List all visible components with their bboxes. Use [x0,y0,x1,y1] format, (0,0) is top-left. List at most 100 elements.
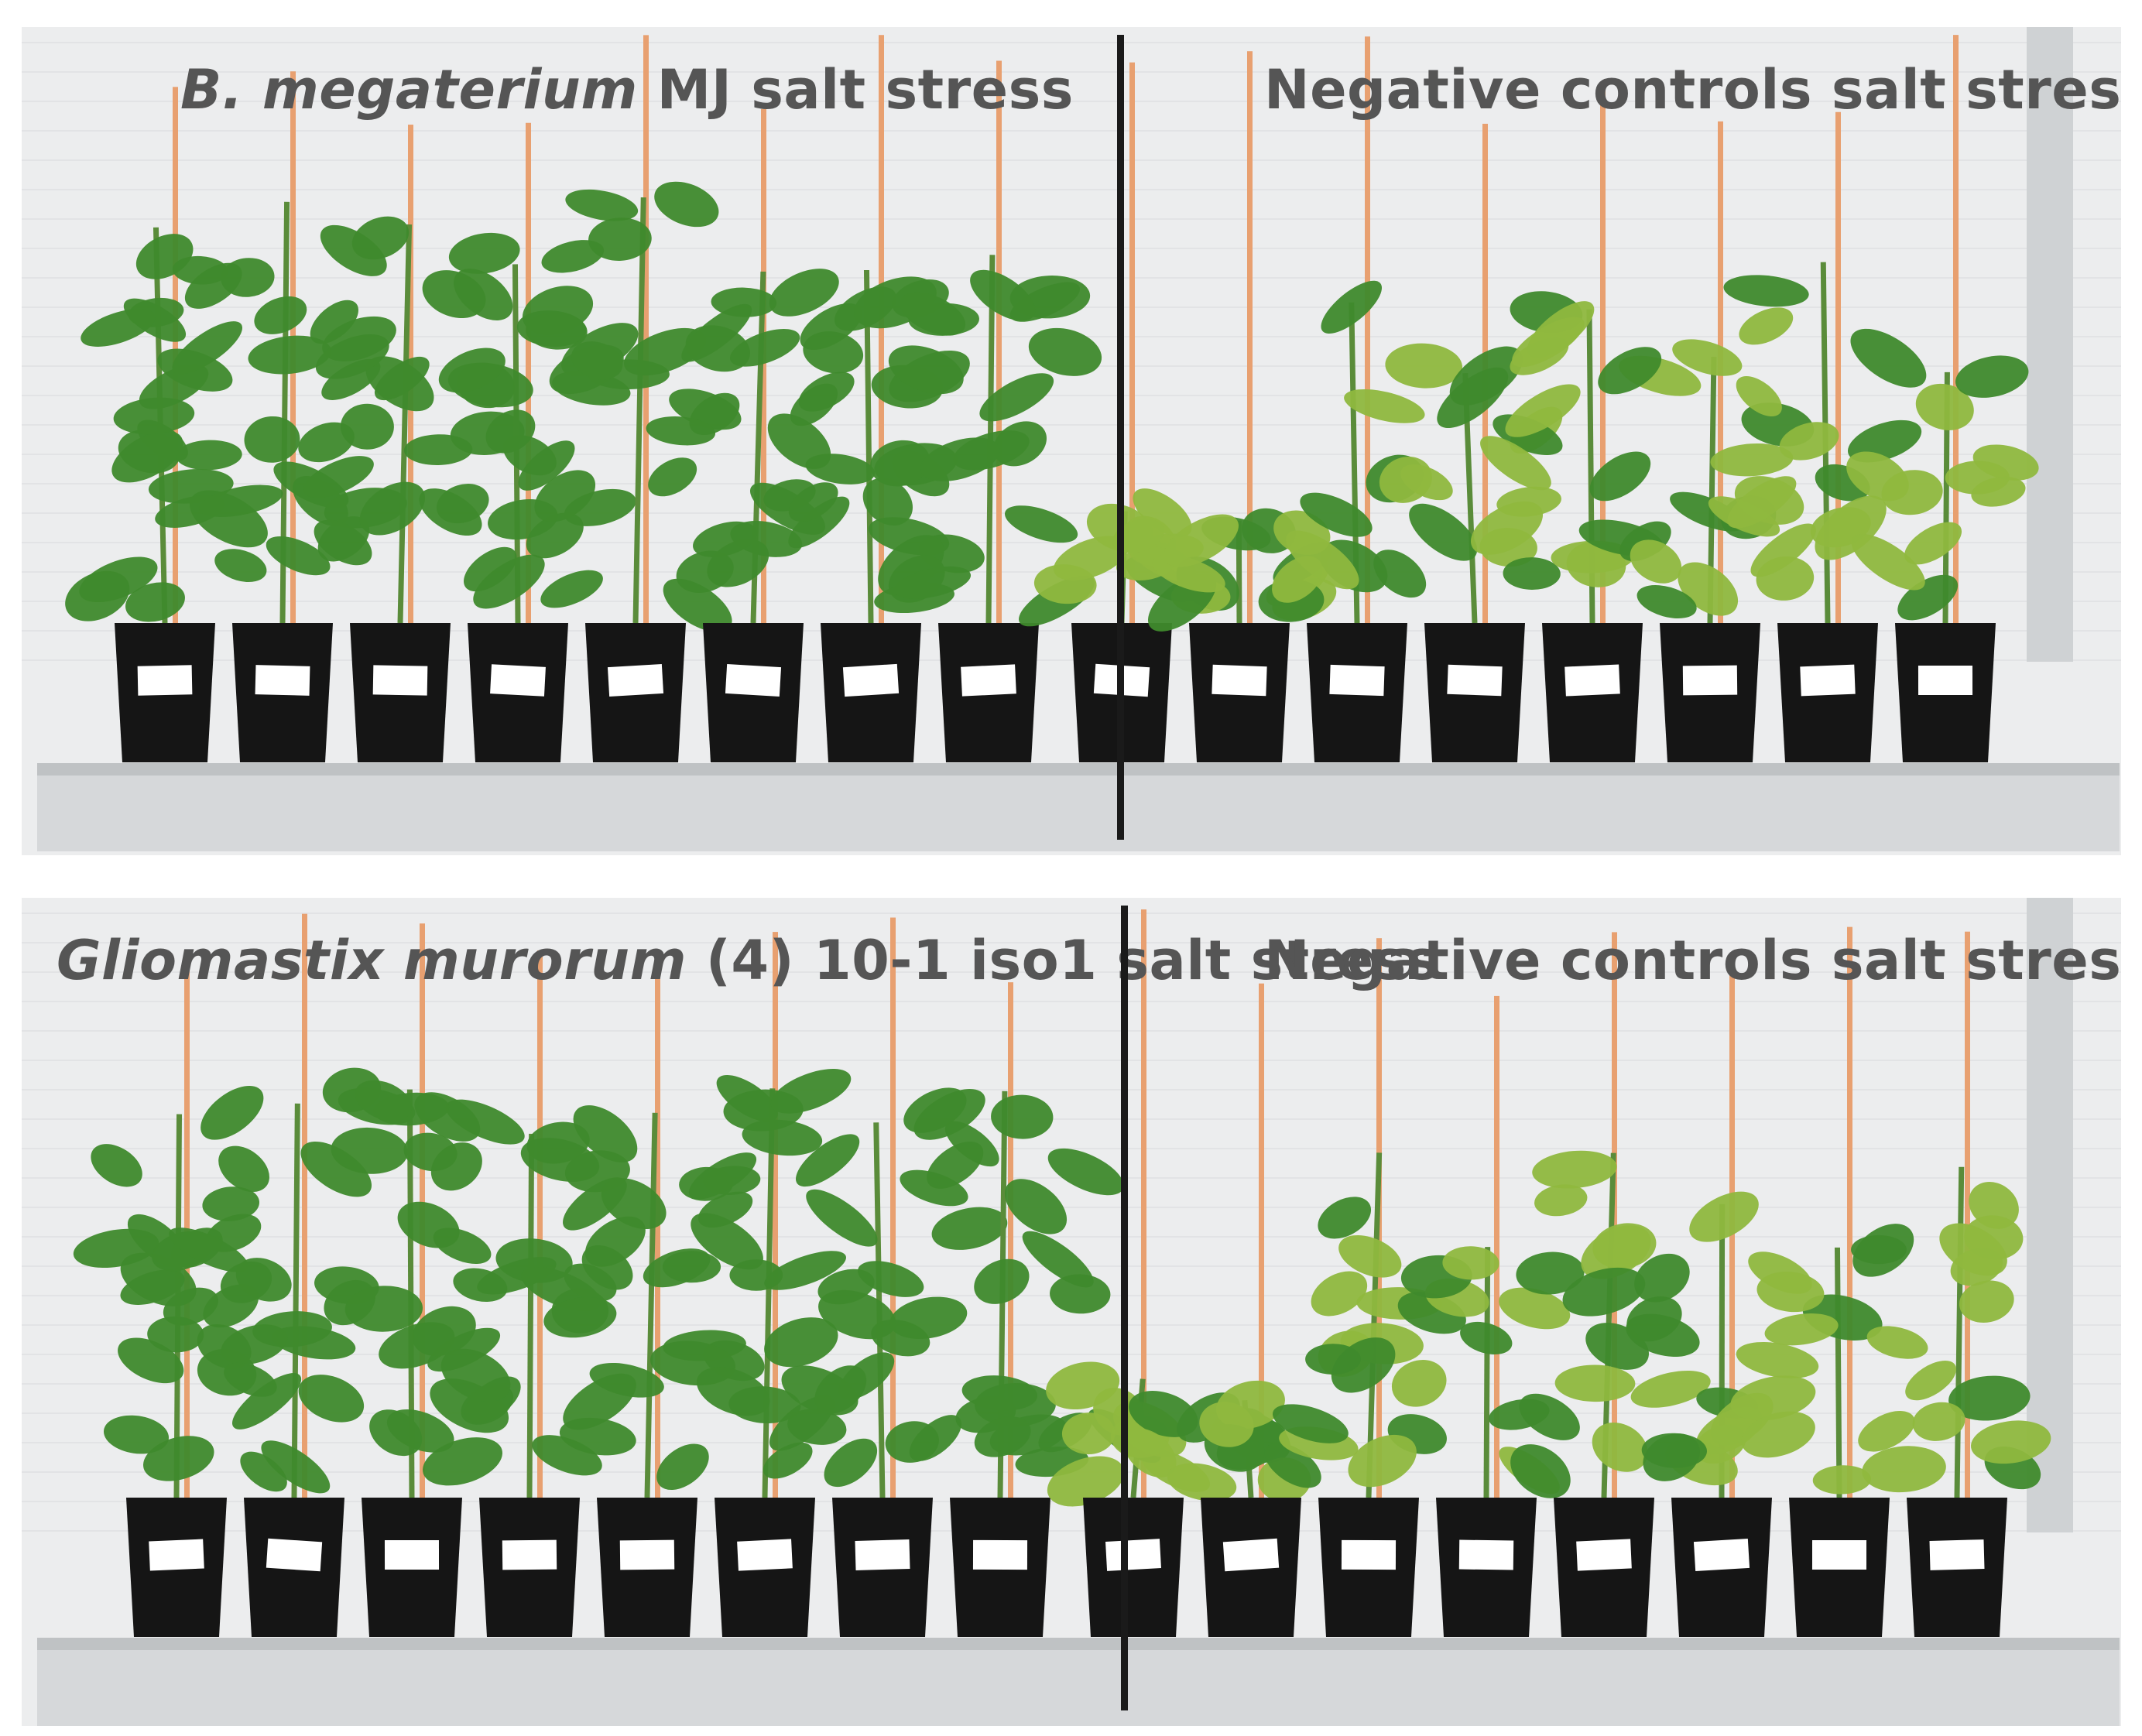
leaf [111,430,183,483]
leaf [1815,495,1887,560]
leaf [870,440,930,487]
leaf [520,1138,600,1182]
leaf [1581,1225,1651,1279]
leaf [676,550,734,593]
divider-line-bottom [1121,906,1128,1710]
leaf [120,1269,185,1305]
leaf [248,335,331,375]
leaf [588,217,652,261]
leaf [1730,1375,1816,1421]
plant-stem [1483,1247,1491,1498]
leaf [589,1362,664,1398]
leaf [103,1415,170,1454]
pot-label [1918,665,1973,696]
leaf [1047,1148,1124,1196]
leaf [79,556,158,603]
leaf [1736,375,1782,416]
control-plant [1846,35,2039,762]
leaf [1516,1251,1585,1295]
leaf [1348,1434,1417,1488]
leaf [974,1383,1056,1427]
caption-control-top: Negative controls salt stress [1264,58,2121,122]
leaf [1851,1234,1907,1265]
leaf [310,300,358,344]
plant-stake [408,125,413,714]
leaf [300,1141,372,1197]
leaf [688,1152,757,1200]
plant-stake [1129,62,1135,651]
leaf [1592,1423,1648,1472]
leaf [1321,280,1383,334]
pot-label [842,663,900,697]
leaf [1460,1321,1513,1355]
leaf [1054,536,1129,581]
leaf [795,1134,860,1187]
leaf [769,1395,835,1451]
leaf [81,309,156,347]
leaf [374,356,430,401]
treated-plant [412,950,638,1637]
plant-stake [1953,35,1959,624]
leaf [1318,1197,1372,1239]
leaf [1689,1191,1759,1242]
leaf [571,341,623,380]
control-plant [1866,931,2051,1637]
pot-label [619,1539,675,1570]
leaf [1626,1313,1700,1358]
leaf [518,440,575,491]
leaf [541,240,605,273]
leaf [920,437,1000,481]
leaf [1554,1364,1636,1402]
leaf [1532,1150,1617,1189]
leaf [1566,541,1626,587]
leaf [818,1289,896,1340]
leaf [1305,1344,1361,1375]
leaf [1955,355,2029,398]
pot-label [1329,664,1385,697]
control-plant [1626,962,1819,1637]
plant-stake [773,932,778,1525]
leaf [1862,1446,1946,1493]
pot-label [737,1539,793,1571]
treated-plant [516,35,742,762]
leaf [397,1201,460,1248]
leaf [315,334,389,379]
caption-treatment-bottom: Gliomastix murorum (4) 10-1 iso1 salt st… [57,929,1439,992]
leaf [1630,539,1682,584]
treated-plant [889,982,1124,1637]
leaf [113,397,195,435]
leaf [788,482,838,522]
leaf [386,1409,454,1453]
plant-stem [632,197,646,624]
leaf [91,1144,142,1187]
leaf [516,310,587,348]
leaf [440,1348,511,1402]
leaf [453,1268,508,1303]
treated-plant [764,917,1008,1637]
caption-treatment-top: B. megaterium MJ salt stress [180,58,1074,122]
leaf [974,1416,1031,1457]
plant-stake [890,917,896,1510]
leaf [974,1258,1030,1304]
leaf [172,321,243,375]
leaf [1510,1444,1571,1498]
pot-label [972,1539,1028,1570]
leaf [1391,1360,1447,1407]
leaf [1512,317,1585,368]
leaf [231,1373,302,1430]
leaf [1409,503,1478,561]
pot-label [725,663,782,697]
leaf [1904,522,1962,565]
control-plant [1723,111,1927,762]
leaf [1050,1274,1111,1314]
pot-label [1811,1539,1867,1570]
leaf [770,1069,852,1114]
plant-stake [1494,995,1499,1588]
leaf [1437,367,1509,429]
leaf [931,1207,1008,1250]
plant-stake [1365,36,1370,625]
leaf [563,1177,627,1231]
pot-label [1929,1539,1985,1570]
control-plant [1272,938,1447,1637]
leaf [224,1362,277,1397]
